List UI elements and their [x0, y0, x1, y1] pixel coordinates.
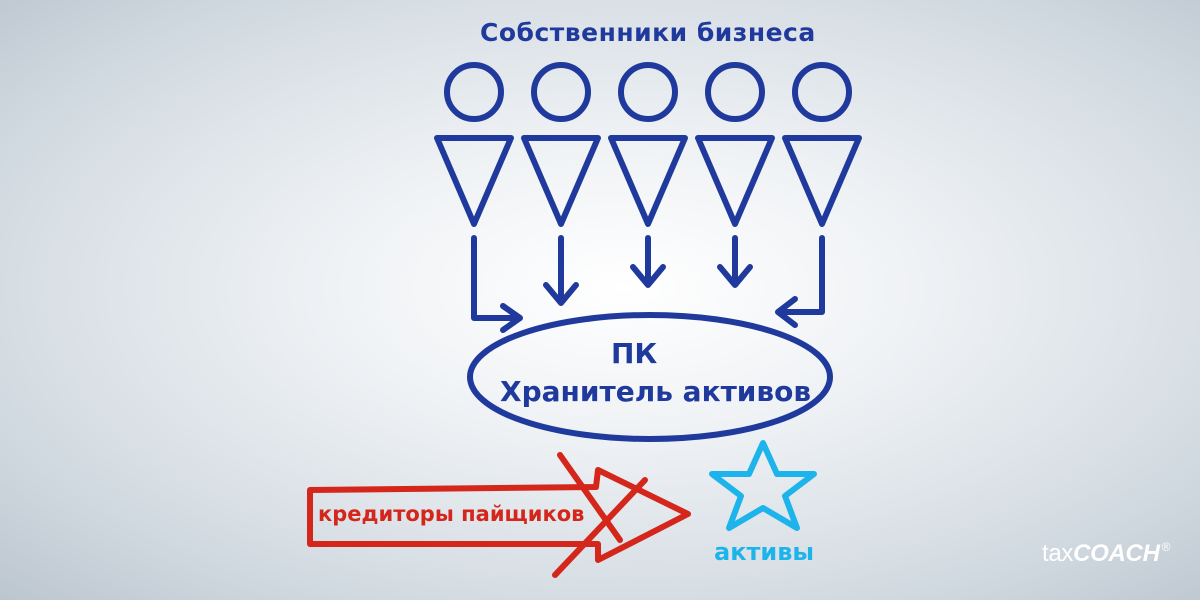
creditors-label: кредиторы пайщиков — [318, 502, 585, 526]
brand-coach: COACH — [1073, 540, 1160, 567]
owner-figure-1 — [434, 62, 514, 227]
creditors-arrow — [307, 452, 691, 578]
custodian-abbreviation: ПК — [611, 337, 658, 370]
owner-head-icon — [618, 62, 678, 122]
arrow-owner-1 — [471, 235, 523, 333]
cross-mark-icon — [552, 477, 648, 578]
owner-figure-2 — [521, 62, 601, 227]
owner-figure-4 — [695, 62, 775, 227]
brand-logo: taxCOACH® — [1042, 540, 1170, 568]
arrow-owner-3 — [630, 235, 666, 288]
cross-mark-icon — [557, 452, 623, 543]
owner-head-icon — [531, 62, 591, 122]
owner-figure-5 — [782, 62, 862, 227]
assets-label: активы — [714, 538, 815, 566]
owner-head-icon — [705, 62, 765, 122]
star-icon — [709, 440, 817, 531]
owner-body-icon — [521, 135, 601, 227]
brand-registered-mark: ® — [1161, 540, 1171, 554]
owners-title: Собственники бизнеса — [480, 18, 816, 47]
owner-body-icon — [782, 135, 862, 227]
arrow-owner-5 — [775, 235, 825, 328]
custodian-label: Хранитель активов — [500, 375, 812, 408]
brand-tax: tax — [1042, 540, 1074, 567]
owner-figure-3 — [608, 62, 688, 227]
arrow-owner-4 — [717, 235, 753, 288]
owner-body-icon — [695, 135, 775, 227]
custodian-ellipse — [467, 312, 833, 442]
owner-body-icon — [434, 135, 514, 227]
owner-body-icon — [608, 135, 688, 227]
owner-head-icon — [444, 62, 504, 122]
arrow-owner-2 — [543, 235, 579, 306]
owner-head-icon — [792, 62, 852, 122]
